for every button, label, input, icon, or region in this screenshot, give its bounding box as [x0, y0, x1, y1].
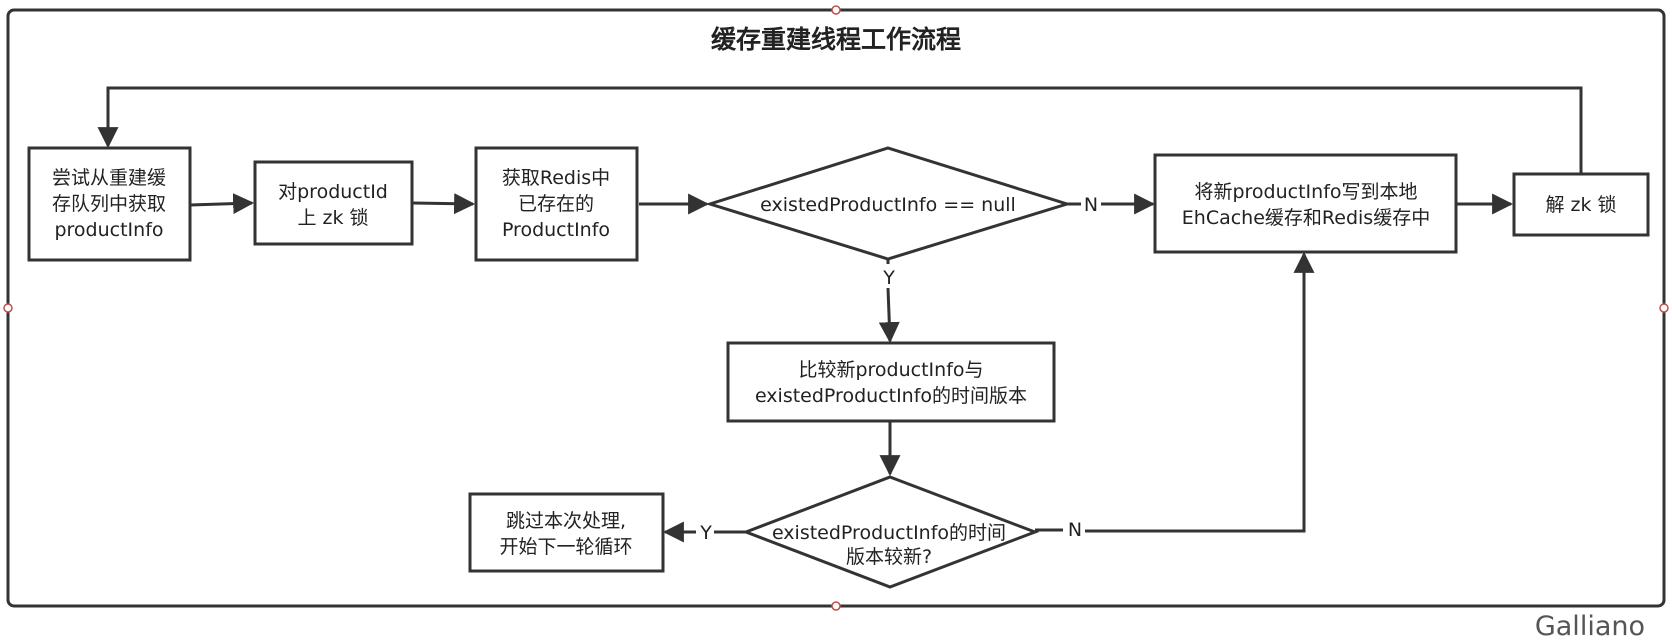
edge-loop-back [97, 86, 1583, 205]
edge-label-null-no: N [1084, 194, 1098, 216]
edge-try-to-lock [189, 193, 255, 215]
node-compare-line-2: existedProductInfo的时间版本 [755, 385, 1027, 407]
node-get-redis [474, 146, 639, 262]
frame-handle-right [1659, 303, 1669, 313]
diagram-title: 缓存重建线程工作流程 [711, 25, 961, 54]
node-decision-newer [741, 475, 1040, 589]
edge-label-newer-no: N [1068, 519, 1082, 541]
frame-handle-top [831, 5, 841, 15]
node-try-get-line-2: 存队列中获取 [52, 193, 166, 215]
node-decision-newer-line-2: 版本较新? [846, 546, 932, 568]
node-lock-line-2: 上 zk 锁 [297, 207, 368, 229]
node-try-get-line-3: productInfo [54, 219, 163, 241]
node-skip [468, 492, 665, 573]
frame-handle-left [3, 303, 13, 313]
node-get-redis-line-1: 获取Redis中 [502, 167, 610, 189]
node-decision-newer-line-1: existedProductInfo的时间 [772, 522, 1006, 544]
frame-handle-bottom [831, 601, 841, 611]
node-unlock [1512, 172, 1650, 237]
node-write-cache-line-2: EhCache缓存和Redis缓存中 [1182, 207, 1430, 229]
node-write-cache-line-1: 将新productInfo写到本地 [1194, 181, 1417, 203]
edge-null-yes-b [878, 287, 900, 344]
node-lock-line-1: 对productId [278, 181, 388, 203]
node-decision-null-text: existedProductInfo == null [760, 194, 1016, 216]
edge-lock-to-redis [412, 193, 476, 215]
node-compare [726, 341, 1056, 423]
node-skip-line-1: 跳过本次处理, [506, 510, 626, 532]
node-write-cache [1153, 153, 1458, 254]
node-try-get [27, 146, 192, 262]
node-try-get-line-1: 尝试从重建缓 [52, 167, 166, 189]
node-compare-line-1: 比较新productInfo与 [798, 359, 983, 381]
edge-label-newer-yes: Y [699, 522, 712, 544]
node-get-redis-line-2: 已存在的 [518, 193, 594, 215]
edge-label-null-yes: Y [882, 267, 895, 289]
watermark-text: Galliano [1535, 611, 1645, 642]
node-decision-null [704, 146, 1073, 261]
node-lock [253, 160, 414, 246]
node-unlock-text: 解 zk 锁 [1545, 194, 1616, 216]
node-skip-line-2: 开始下一轮循环 [499, 536, 632, 558]
node-get-redis-line-3: ProductInfo [502, 219, 610, 241]
edge-newer-no-b [1085, 251, 1315, 533]
